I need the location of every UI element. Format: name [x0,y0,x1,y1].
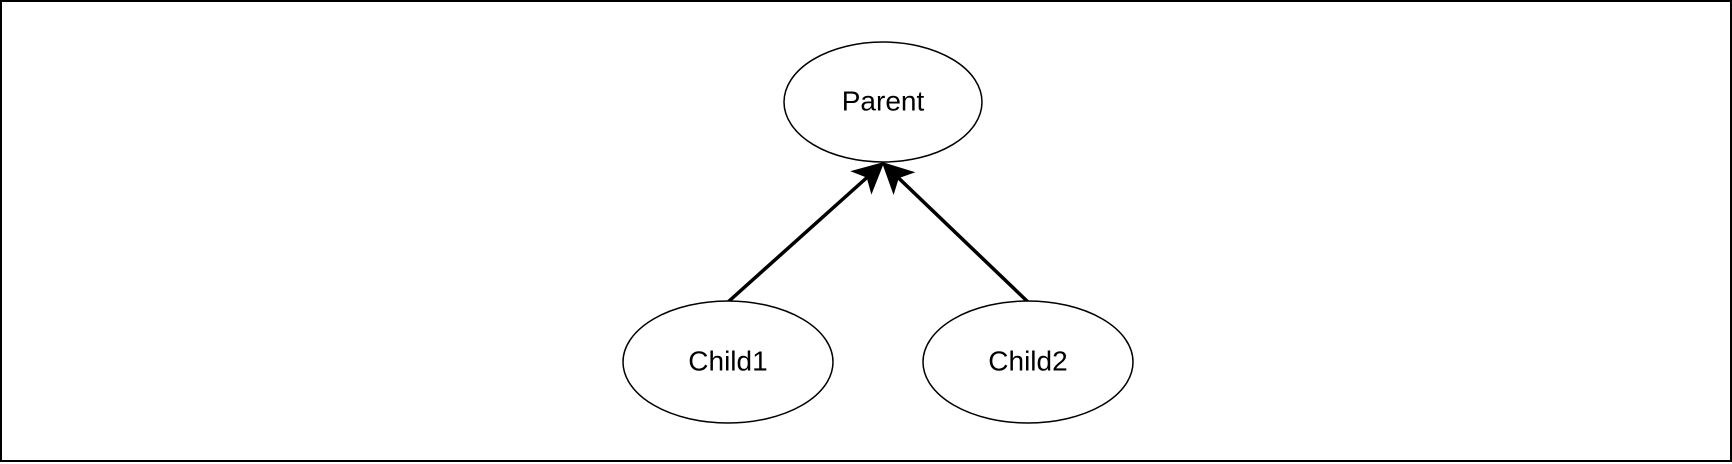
node-child2-shape [922,300,1134,424]
node-child1-shape [622,300,834,424]
node-parent[interactable]: Parent [783,41,983,163]
node-child2-label: Child2 [988,345,1067,376]
node-child1-label: Child1 [688,345,767,376]
edge-child2-to-parent [881,161,1030,304]
node-parent-shape [783,41,983,163]
node-child2[interactable]: Child2 [922,300,1134,424]
edge-child1-to-parent [726,161,885,304]
node-parent-label: Parent [842,85,925,116]
node-child1[interactable]: Child1 [622,300,834,424]
